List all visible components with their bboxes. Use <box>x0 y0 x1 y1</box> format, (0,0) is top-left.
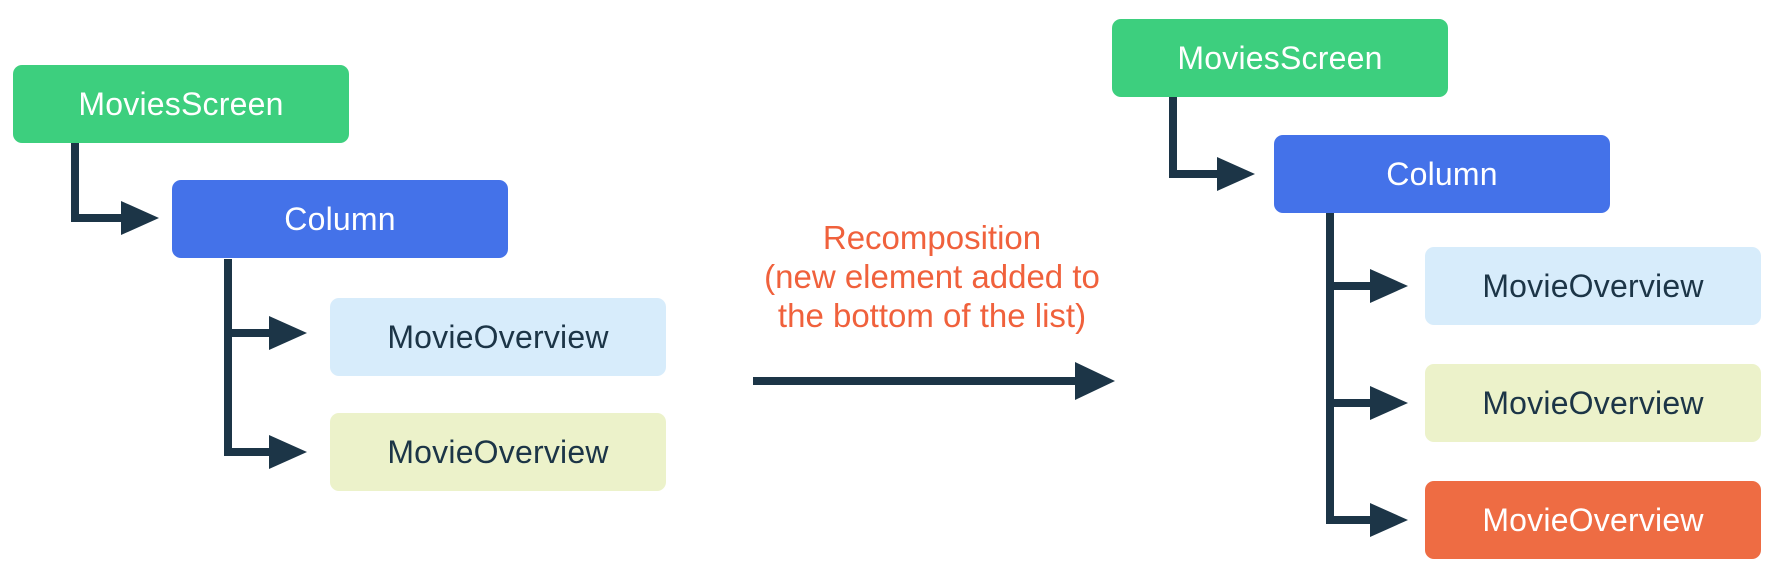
left-tree-node-movieoverview-2: MovieOverview <box>330 413 666 491</box>
left-tree-node-column: Column <box>172 180 508 258</box>
right-elbow-arrowhead-icon <box>1217 157 1255 191</box>
left-branch-1-arrowhead-icon <box>269 316 307 350</box>
right-tree-node-column: Column <box>1274 135 1610 213</box>
right-elbow-vertical-line <box>1169 97 1177 178</box>
right-branch-3-line <box>1326 516 1370 524</box>
right-tree-node-movieoverview-2: MovieOverview <box>1425 364 1761 442</box>
right-branch-2-line <box>1326 399 1370 407</box>
annotation-line-1: Recomposition <box>822 219 1042 256</box>
right-branch-2-arrowhead-icon <box>1370 386 1408 420</box>
left-tree-node-moviesscreen: MoviesScreen <box>13 65 349 143</box>
annotation-line-3: the bottom of the list) <box>777 297 1087 334</box>
annotation-line-2: (new element added to <box>764 258 1100 295</box>
left-elbow-arrowhead-icon <box>121 201 159 235</box>
left-children-vertical-line <box>224 259 232 456</box>
left-branch-1-line <box>224 329 269 337</box>
left-tree-node-movieoverview-1: MovieOverview <box>330 298 666 376</box>
right-elbow-horizontal-line <box>1169 170 1217 178</box>
right-tree-node-movieoverview-3-new: MovieOverview <box>1425 481 1761 559</box>
right-branch-1-line <box>1326 282 1370 290</box>
left-branch-2-line <box>224 448 269 456</box>
left-elbow-vertical-line <box>71 143 79 222</box>
right-branch-1-arrowhead-icon <box>1370 269 1408 303</box>
left-elbow-horizontal-line <box>71 214 121 222</box>
right-children-vertical-line <box>1326 213 1334 524</box>
right-branch-3-arrowhead-icon <box>1370 503 1408 537</box>
recomposition-arrow-shaft <box>753 377 1075 385</box>
left-branch-2-arrowhead-icon <box>269 435 307 469</box>
recomposition-arrowhead-icon <box>1075 362 1115 400</box>
recomposition-annotation: Recomposition (new element added to the … <box>712 218 1152 335</box>
right-tree-node-movieoverview-1: MovieOverview <box>1425 247 1761 325</box>
right-tree-node-moviesscreen: MoviesScreen <box>1112 19 1448 97</box>
